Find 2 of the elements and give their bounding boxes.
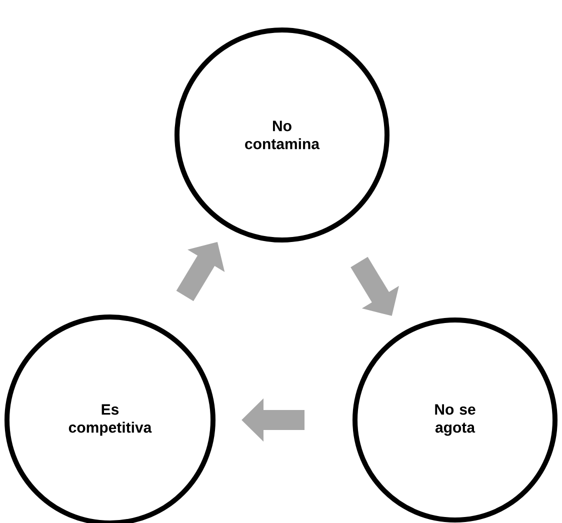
circle-node: No se agota (352, 318, 558, 522)
circle-node: No contamina (174, 28, 390, 242)
